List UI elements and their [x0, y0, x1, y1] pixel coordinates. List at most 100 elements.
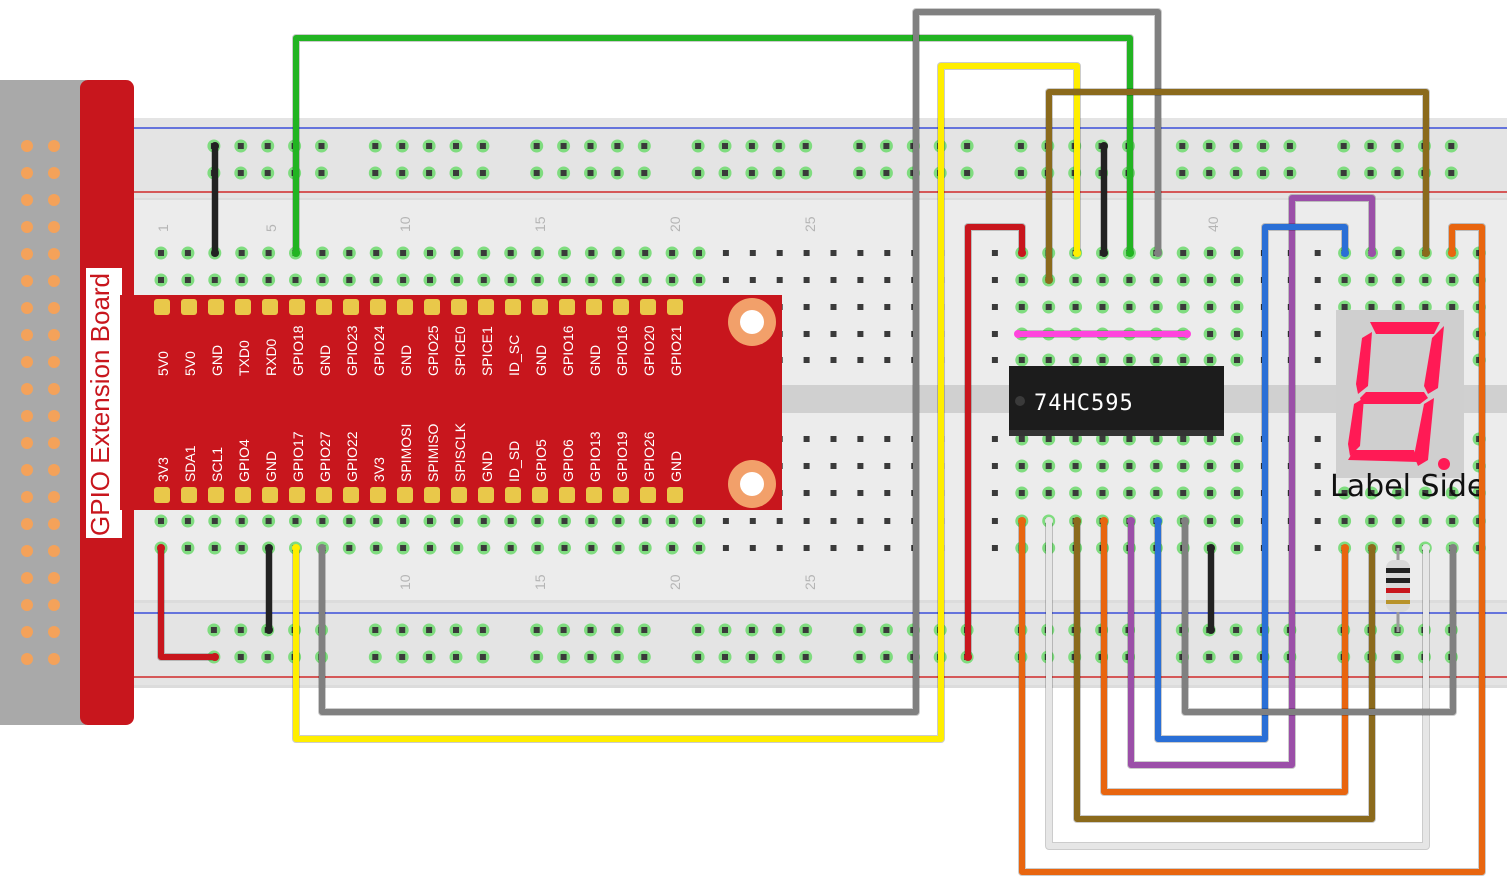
wire-end	[292, 544, 300, 552]
breadboard-hole	[372, 654, 379, 660]
cobbler-pin	[586, 299, 602, 315]
breadboard-hole	[453, 654, 459, 660]
breadboard-hole	[884, 545, 891, 551]
breadboard-hole	[479, 654, 486, 660]
breadboard-hole	[373, 518, 380, 524]
breadboard-hole	[507, 250, 514, 256]
breadboard-hole	[588, 518, 595, 524]
breadboard-hole	[775, 143, 782, 149]
breadboard-hole	[991, 490, 998, 496]
breadboard-hole	[803, 545, 810, 551]
breadboard-hole	[561, 277, 568, 283]
breadboard-hole	[669, 518, 676, 524]
breadboard-hole	[615, 250, 622, 256]
breadboard-hole	[480, 518, 487, 524]
breadboard-hole	[319, 277, 326, 283]
breadboard-hole	[964, 143, 971, 149]
breadboard-hole	[803, 463, 810, 469]
breadboard-hole	[857, 277, 864, 283]
wire	[965, 224, 1025, 660]
connector-pin	[21, 437, 33, 449]
connector-pin	[48, 464, 60, 476]
breadboard-hole	[346, 545, 353, 551]
wire-end	[964, 653, 972, 661]
breadboard-hole	[210, 627, 217, 633]
pin-label: SPIMOSI	[398, 424, 414, 482]
breadboard-hole	[803, 490, 810, 496]
pin-label: SDA1	[182, 445, 198, 482]
pin-label: GPIO4	[236, 439, 252, 482]
breadboard-hole	[803, 304, 810, 310]
breadboard-hole	[615, 277, 622, 283]
breadboard-hole	[856, 627, 863, 633]
pin-label: GPIO20	[641, 325, 657, 376]
cobbler-pin	[397, 487, 413, 503]
breadboard-hole	[560, 654, 567, 660]
display-segment	[1348, 398, 1364, 456]
breadboard-hole	[803, 518, 810, 524]
breadboard-hole	[1234, 463, 1240, 469]
breadboard-hole	[641, 654, 648, 660]
breadboard-hole	[319, 518, 326, 524]
breadboard-hole	[1099, 463, 1106, 469]
breadboard-hole	[1260, 143, 1266, 149]
breadboard-hole	[830, 277, 837, 283]
breadboard-hole	[265, 277, 272, 283]
breadboard-hole	[884, 277, 891, 283]
breadboard-hole	[1233, 143, 1240, 149]
breadboard-hole	[614, 627, 621, 633]
wire	[1046, 89, 1429, 283]
pin-label: TXD0	[236, 340, 252, 376]
breadboard-hole	[184, 250, 191, 256]
breadboard-hole	[857, 436, 864, 442]
breadboard-hole	[803, 277, 810, 283]
breadboard-hole	[561, 250, 568, 256]
breadboard-hole	[1234, 545, 1240, 551]
breadboard-hole	[722, 654, 728, 660]
breadboard-hole	[453, 170, 459, 176]
cobbler-pin	[343, 299, 359, 315]
t-cobbler	[120, 295, 782, 510]
pin-label: GPIO6	[560, 439, 576, 482]
breadboard-hole	[264, 654, 271, 660]
pin-label: GPIO25	[425, 325, 441, 376]
pin-label: SCL1	[209, 447, 225, 482]
pin-label: 3V3	[155, 457, 171, 482]
breadboard-hole	[426, 143, 433, 149]
breadboard-hole	[1260, 170, 1266, 176]
breadboard-hole	[748, 170, 755, 176]
breadboard-hole	[1449, 518, 1456, 524]
pin-label: GND	[587, 345, 603, 376]
breadboard-hole	[237, 170, 244, 176]
pin-label: GPIO19	[614, 431, 630, 482]
breadboard-hole	[884, 304, 891, 310]
breadboard-hole	[991, 331, 998, 337]
breadboard-hole	[696, 250, 702, 256]
connector-pin	[21, 653, 33, 665]
pin-label: GPIO26	[641, 431, 657, 482]
breadboard-hole	[1099, 490, 1106, 496]
connector-pin	[21, 275, 33, 287]
breadboard-hole	[1126, 357, 1133, 363]
breadboard-hole	[1314, 357, 1321, 363]
breadboard-hole	[1395, 518, 1402, 524]
gpio-extension-board: GPIO Extension Board 5V0 5V0 GND TXD0 RX…	[0, 80, 782, 725]
top-pin-labels: 5V0 5V0 GND TXD0 RXD0 GPIO18 GND GPIO23 …	[155, 325, 684, 376]
breadboard-hole	[534, 545, 541, 551]
breadboard-hole	[1045, 436, 1052, 442]
breadboard-hole	[1286, 143, 1293, 149]
connector-pin	[21, 140, 33, 152]
breadboard-hole	[991, 518, 998, 524]
breadboard-hole	[641, 627, 648, 633]
breadboard-hole	[1153, 490, 1160, 496]
breadboard-hole	[533, 654, 540, 660]
breadboard-hole	[533, 143, 540, 149]
connector-pin	[48, 329, 60, 341]
cobbler-pin	[640, 487, 656, 503]
breadboard-hole	[856, 143, 863, 149]
cobbler-pin	[208, 299, 224, 315]
cobbler-pin	[208, 487, 224, 503]
breadboard-hole	[641, 143, 648, 149]
breadboard-hole	[237, 143, 244, 149]
breadboard-hole	[427, 545, 433, 551]
